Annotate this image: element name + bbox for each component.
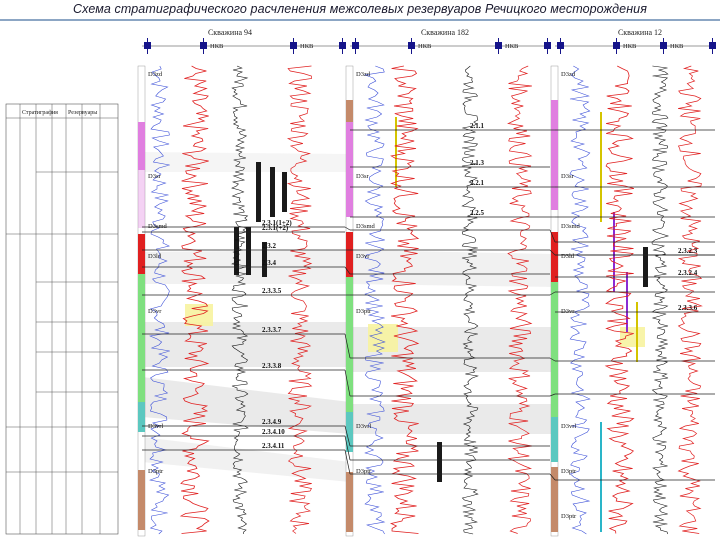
horizon-label-3: 2.2.5 bbox=[470, 209, 485, 217]
horizon-connector-13-0 bbox=[344, 369, 351, 397]
formation-mark-1-5: D3vrl bbox=[356, 423, 371, 430]
formation-mark-1-0: D3zd bbox=[356, 71, 371, 78]
horizon-label-7: 2.3.2.3 bbox=[678, 247, 698, 255]
well-mark-labels: D3zdD3srD3smdD3ldD3vrD3vrlD3ptrD3zdD3srD… bbox=[148, 71, 581, 520]
well-columns bbox=[137, 65, 648, 537]
formation-mark-0-0: D3zd bbox=[148, 71, 163, 78]
curve-black-2 bbox=[651, 65, 670, 535]
horizon-connector-4-0 bbox=[344, 226, 351, 231]
curve-red-a-2 bbox=[604, 65, 635, 534]
horizon-lines: 2.1.1 2.1.3 2.2.1 2.2.5 2.3.1(1+2)2.3.1(+2) 2… bbox=[142, 122, 715, 481]
well-marker-label-0-2: НКВ bbox=[300, 43, 314, 50]
formation-mark-0-2: D3smd bbox=[148, 223, 168, 230]
formation-mark-1-3: D3vr bbox=[356, 253, 370, 260]
formation-mark-0-5: D3vrl bbox=[148, 423, 163, 430]
horizon-connector-10-1 bbox=[549, 291, 556, 296]
formation-mark-2-6: D3ptr bbox=[561, 468, 577, 475]
well-marker-label-1-1: НКВ bbox=[418, 43, 432, 50]
horizon-label-10: 2.3.3.5 bbox=[262, 287, 282, 295]
formation-mark-2-4: D3vr bbox=[561, 308, 575, 315]
horizon-label-8: 2.3.2.4 bbox=[678, 269, 698, 277]
curve-blue-2 bbox=[569, 65, 591, 535]
curve-black-1 bbox=[461, 65, 479, 535]
horizon-label-14: 2.3.4.9 bbox=[262, 418, 282, 426]
formation-mark-0-3: D3ld bbox=[148, 253, 162, 260]
formation-mark-2-5: D3vrl bbox=[561, 423, 576, 430]
formation-mark-2-0: D3zd bbox=[561, 71, 576, 78]
stratigraphic-diagram: Стратиграфия Резервуары bbox=[5, 28, 716, 537]
correlation-bands bbox=[142, 152, 555, 482]
horizon-label-6: 2.3.2 bbox=[262, 242, 277, 250]
formation-mark-1-4: D3ptr bbox=[356, 308, 372, 315]
log-curves bbox=[149, 65, 703, 535]
horizon-connector-15-0 bbox=[344, 435, 351, 461]
curve-red-b-1 bbox=[507, 65, 533, 534]
curve-red-a-1 bbox=[390, 65, 420, 534]
horizon-connector-16-1 bbox=[549, 473, 556, 481]
well-title-2: Скважина 12 bbox=[618, 28, 662, 37]
well-marker-label-1-2: НКВ bbox=[505, 43, 519, 50]
formation-mark-1-6: D3ptr bbox=[356, 468, 372, 475]
horizon-label-12: 2.3.3.7 bbox=[262, 326, 282, 334]
horizon-connector-6-1 bbox=[549, 249, 556, 256]
horizon-label-4: 2.3.1(1+2) bbox=[262, 219, 292, 227]
formation-mark-0-1: D3sr bbox=[148, 173, 161, 180]
horizon-label-5: 2.3.1(+2) bbox=[262, 224, 289, 232]
horizon-label-0: 2.1.1 bbox=[470, 122, 485, 130]
formation-mark-1-2: D3smd bbox=[356, 223, 376, 230]
curve-black-0 bbox=[231, 65, 249, 535]
horizon-connector-4-1 bbox=[549, 229, 556, 243]
horizon-label-2: 2.2.1 bbox=[470, 179, 485, 187]
horizon-label-11: 2.3.3.6 bbox=[678, 304, 698, 312]
horizon-connector-12-0 bbox=[344, 333, 351, 359]
formation-mark-2-7: D3ptr bbox=[561, 513, 577, 520]
formation-mark-0-6: D3ptr bbox=[148, 468, 164, 475]
horizon-label-15: 2.3.4.10 bbox=[262, 428, 285, 436]
strat-header-reservoirs: Резервуары bbox=[68, 110, 97, 116]
horizon-connector-14-0 bbox=[344, 425, 351, 447]
page-title: Схема стратиграфического расчленения меж… bbox=[72, 2, 648, 16]
title-underline bbox=[0, 19, 720, 21]
stratigraphy-column: Стратиграфия Резервуары bbox=[5, 103, 119, 535]
formation-mark-2-1: D3sr bbox=[561, 173, 574, 180]
formation-mark-2-3: D3ld bbox=[561, 253, 575, 260]
horizon-connector-12-1 bbox=[549, 357, 556, 362]
horizon-connector-16-0 bbox=[344, 449, 351, 475]
curve-red-b-0 bbox=[286, 65, 313, 534]
curve-blue-1 bbox=[364, 65, 386, 535]
horizon-label-16: 2.3.4.11 bbox=[262, 442, 285, 450]
horizon-connector-13-1 bbox=[549, 393, 556, 397]
curve-blue-0 bbox=[149, 65, 170, 535]
strat-header-stratigraphy: Стратиграфия bbox=[22, 109, 58, 116]
horizon-label-13: 2.3.3.8 bbox=[262, 362, 282, 370]
well-title-1: Скважина 182 bbox=[421, 28, 469, 37]
well-marker-label-2-1: НКВ bbox=[623, 43, 637, 50]
well-title-0: Скважина 94 bbox=[208, 28, 252, 37]
horizon-connector-9-0 bbox=[344, 266, 351, 275]
horizon-label-9: 2.3.4 bbox=[262, 259, 277, 267]
curve-red-a-0 bbox=[179, 65, 210, 534]
horizon-label-1: 2.1.3 bbox=[470, 159, 485, 167]
formation-mark-1-1: D3sr bbox=[356, 173, 369, 180]
well-marker-label-2-2: НКВ bbox=[670, 43, 684, 50]
formation-mark-0-4: D3vr bbox=[148, 308, 162, 315]
well-marker-label-0-1: НКВ bbox=[210, 43, 224, 50]
formation-mark-2-2: D3smd bbox=[561, 223, 581, 230]
curve-red-b-2 bbox=[677, 65, 703, 534]
